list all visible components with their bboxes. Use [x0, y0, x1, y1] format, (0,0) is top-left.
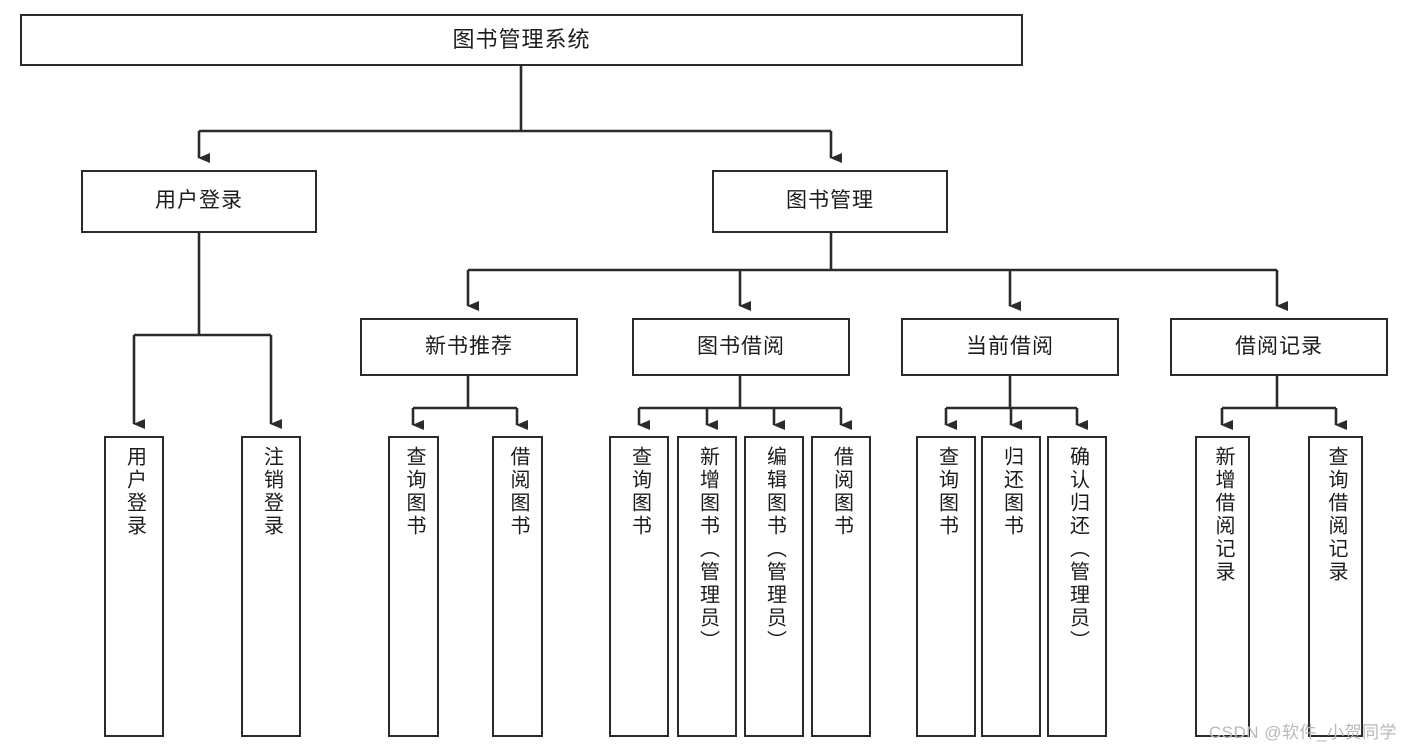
- node-label: 图书管理系统: [452, 27, 591, 53]
- node-label: 新增借阅记录: [1212, 446, 1234, 584]
- node-borrow-records[interactable]: 借阅记录: [1170, 318, 1388, 376]
- node-book-management[interactable]: 图书管理: [712, 170, 948, 233]
- node-label: 当前借阅: [966, 334, 1054, 358]
- leaf-borrow-borrow-book[interactable]: 借阅图书: [811, 436, 871, 737]
- node-label: 查询图书: [403, 446, 425, 538]
- node-label: 借阅图书: [830, 446, 853, 538]
- leaf-borrow-query-book[interactable]: 查询图书: [609, 436, 669, 737]
- leaf-current-query-book[interactable]: 查询图书: [916, 436, 976, 737]
- node-label: 用户登录: [155, 189, 243, 213]
- node-label: 注销登录: [260, 446, 283, 538]
- node-label: 借阅图书: [507, 446, 529, 538]
- leaf-current-confirm-return-admin[interactable]: 确认归还（管理员）: [1047, 436, 1107, 737]
- node-label: 编辑图书（管理员）: [763, 446, 786, 653]
- node-label: 新增图书（管理员）: [696, 446, 719, 653]
- node-label: 图书借阅: [697, 334, 785, 358]
- node-label: 查询图书: [628, 446, 651, 538]
- leaf-user-login-logout[interactable]: 注销登录: [241, 436, 301, 737]
- node-user-login[interactable]: 用户登录: [81, 170, 317, 233]
- node-label: 借阅记录: [1235, 334, 1323, 358]
- leaf-recommend-borrow-book[interactable]: 借阅图书: [492, 436, 543, 737]
- leaf-records-query-record[interactable]: 查询借阅记录: [1308, 436, 1363, 737]
- node-label: 新书推荐: [425, 334, 513, 358]
- leaf-borrow-edit-book-admin[interactable]: 编辑图书（管理员）: [744, 436, 804, 737]
- leaf-borrow-add-book-admin[interactable]: 新增图书（管理员）: [677, 436, 737, 737]
- leaf-records-add-record[interactable]: 新增借阅记录: [1195, 436, 1250, 737]
- node-label: 用户登录: [123, 446, 146, 538]
- node-current-borrow[interactable]: 当前借阅: [901, 318, 1119, 376]
- node-label: 图书管理: [786, 189, 874, 213]
- node-root-system[interactable]: 图书管理系统: [20, 14, 1023, 66]
- node-book-borrow[interactable]: 图书借阅: [632, 318, 850, 376]
- node-label: 确认归还（管理员）: [1066, 446, 1089, 653]
- node-label: 查询图书: [935, 446, 958, 538]
- node-new-book-recommend[interactable]: 新书推荐: [360, 318, 578, 376]
- leaf-user-login-login[interactable]: 用户登录: [104, 436, 164, 737]
- leaf-current-return-book[interactable]: 归还图书: [981, 436, 1041, 737]
- node-label: 归还图书: [1000, 446, 1023, 538]
- node-label: 查询借阅记录: [1325, 446, 1347, 584]
- leaf-recommend-query-book[interactable]: 查询图书: [388, 436, 439, 737]
